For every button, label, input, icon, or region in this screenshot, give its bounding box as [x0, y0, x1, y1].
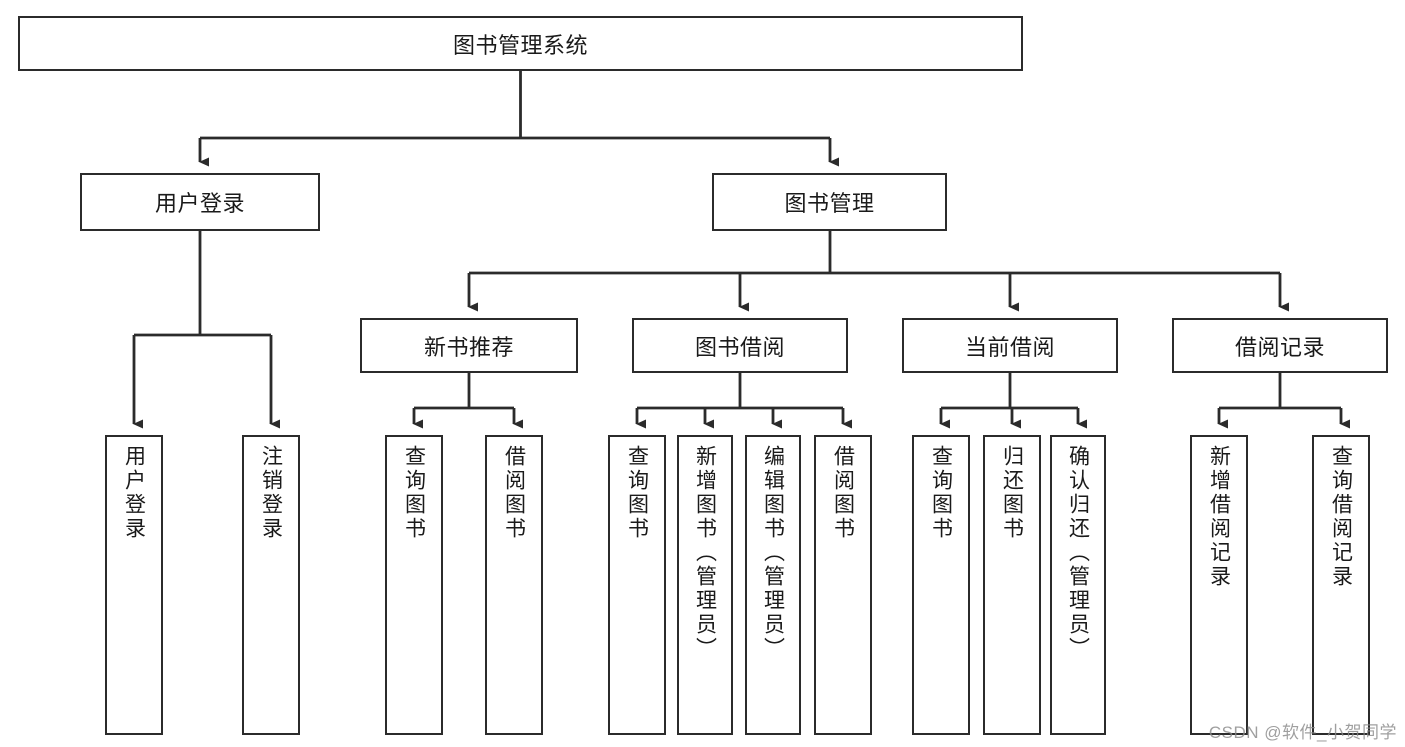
- leaf-user-login-label: 用户登录: [122, 445, 146, 541]
- node-new-book-recommend-label: 新书推荐: [423, 334, 514, 360]
- leaf-borrow-book-new-label: 借阅图书: [502, 445, 526, 541]
- leaf-return-book[interactable]: 归还图书: [983, 435, 1041, 735]
- leaf-query-book-current-label: 查询图书: [929, 445, 953, 541]
- leaf-query-book-current[interactable]: 查询图书: [912, 435, 970, 735]
- node-book-management-label: 图书管理: [784, 191, 875, 216]
- leaf-logout[interactable]: 注销登录: [242, 435, 300, 735]
- node-root[interactable]: 图书管理系统: [18, 16, 1023, 71]
- leaf-query-borrow-record-label: 查询借阅记录: [1329, 445, 1353, 589]
- leaf-confirm-return[interactable]: 确认归还（管理员）: [1050, 435, 1106, 735]
- node-borrow-record[interactable]: 借阅记录: [1172, 318, 1388, 373]
- node-book-borrow[interactable]: 图书借阅: [632, 318, 848, 373]
- leaf-return-book-label: 归还图书: [1000, 445, 1024, 541]
- leaf-query-borrow-record[interactable]: 查询借阅记录: [1312, 435, 1370, 735]
- leaf-borrow-book-new[interactable]: 借阅图书: [485, 435, 543, 735]
- leaf-borrow-book-label: 借阅图书: [831, 445, 855, 541]
- leaf-add-book[interactable]: 新增图书（管理员）: [677, 435, 733, 735]
- node-user-login-label: 用户登录: [154, 191, 245, 216]
- node-book-management[interactable]: 图书管理: [712, 173, 947, 231]
- node-current-borrow[interactable]: 当前借阅: [902, 318, 1118, 373]
- leaf-edit-book[interactable]: 编辑图书（管理员）: [745, 435, 801, 735]
- leaf-add-borrow-record-label: 新增借阅记录: [1207, 445, 1231, 589]
- leaf-query-book-new-label: 查询图书: [402, 445, 426, 541]
- leaf-query-book-borrow-label: 查询图书: [625, 445, 649, 541]
- node-book-borrow-label: 图书借阅: [694, 334, 785, 360]
- node-borrow-record-label: 借阅记录: [1234, 334, 1325, 360]
- node-user-login[interactable]: 用户登录: [80, 173, 320, 231]
- leaf-logout-label: 注销登录: [259, 445, 283, 541]
- leaf-edit-book-label: 编辑图书（管理员）: [761, 445, 785, 661]
- csdn-watermark: CSDN @软件_小贺同学: [1208, 723, 1397, 742]
- node-root-label: 图书管理系统: [452, 32, 588, 58]
- leaf-add-book-label: 新增图书（管理员）: [693, 445, 717, 661]
- node-new-book-recommend[interactable]: 新书推荐: [360, 318, 578, 373]
- leaf-query-book-new[interactable]: 查询图书: [385, 435, 443, 735]
- leaf-query-book-borrow[interactable]: 查询图书: [608, 435, 666, 735]
- leaf-user-login[interactable]: 用户登录: [105, 435, 163, 735]
- leaf-confirm-return-label: 确认归还（管理员）: [1066, 445, 1090, 661]
- node-current-borrow-label: 当前借阅: [964, 334, 1055, 360]
- leaf-add-borrow-record[interactable]: 新增借阅记录: [1190, 435, 1248, 735]
- leaf-borrow-book[interactable]: 借阅图书: [814, 435, 872, 735]
